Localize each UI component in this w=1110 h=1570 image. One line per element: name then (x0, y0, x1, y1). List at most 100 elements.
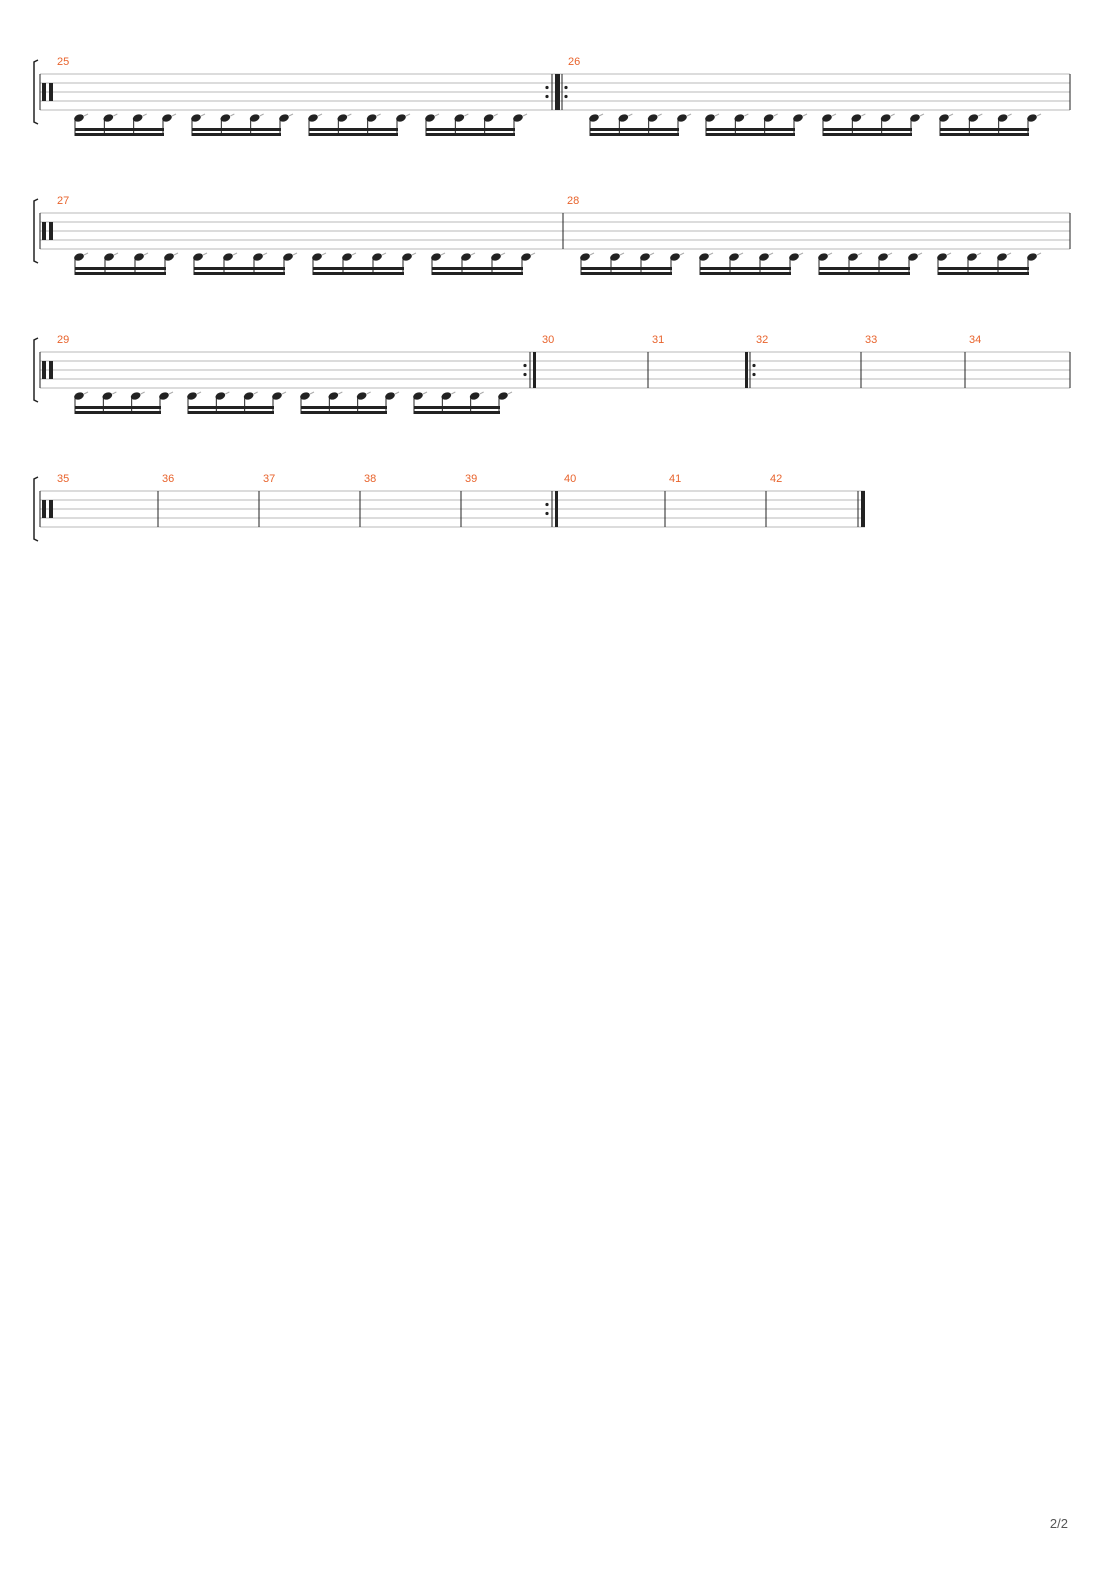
primary-beam (700, 272, 791, 275)
sixteenth-beam-group (589, 113, 692, 136)
note-accent-tick (143, 252, 149, 256)
note-head (789, 253, 799, 261)
note-head (580, 253, 590, 261)
percussion-clef-bar (49, 361, 53, 379)
system-brace (33, 198, 39, 264)
primary-beam (75, 133, 164, 136)
repeat-end-thick-bar (555, 74, 558, 110)
measure-25[interactable]: 25 (57, 56, 558, 136)
note-head (372, 253, 382, 261)
primary-beam (432, 272, 523, 275)
sixteenth-beam-group (187, 391, 287, 414)
note-head (968, 114, 979, 122)
note-accent-tick (317, 113, 323, 117)
measure-27[interactable]: 27 (57, 195, 564, 275)
note-accent-tick (657, 113, 662, 117)
sixteenth-beam-group (312, 252, 417, 275)
measure-41[interactable]: 41 (669, 473, 767, 527)
secondary-beam (700, 267, 791, 270)
note-accent-tick (500, 252, 506, 256)
note-head (187, 392, 197, 400)
primary-beam (706, 133, 795, 136)
secondary-beam (940, 128, 1029, 131)
secondary-beam (309, 128, 398, 131)
note-head (215, 392, 226, 400)
measure-31[interactable]: 31 (652, 334, 664, 346)
sixteenth-beam-group (308, 113, 411, 136)
note-head (513, 114, 523, 122)
note-accent-tick (464, 113, 469, 117)
note-head (818, 253, 828, 261)
note-accent-tick (113, 113, 118, 117)
note-accent-tick (440, 252, 446, 256)
note-head (102, 392, 113, 400)
note-accent-tick (168, 391, 174, 395)
secondary-beam (188, 406, 274, 409)
percussion-clef-bar (49, 83, 53, 101)
note-head (441, 392, 452, 400)
measure-number: 28 (567, 195, 579, 207)
primary-beam (938, 272, 1029, 275)
secondary-beam (75, 267, 166, 270)
repeat-dot (545, 502, 549, 507)
measure-33[interactable]: 33 (865, 334, 966, 388)
note-head (249, 114, 260, 122)
note-accent-tick (200, 113, 206, 117)
primary-beam (590, 133, 679, 136)
note-accent-tick (83, 391, 89, 395)
note-accent-tick (917, 252, 923, 256)
measure-39[interactable]: 39 (465, 473, 558, 527)
measure-26[interactable]: 26 (557, 56, 1071, 136)
note-head (647, 114, 658, 122)
sixteenth-beam-group (939, 113, 1042, 136)
measure-36[interactable]: 36 (162, 473, 260, 527)
note-head (328, 392, 339, 400)
measure-number: 34 (969, 334, 981, 346)
note-accent-tick (281, 391, 287, 395)
repeat-dot (564, 94, 568, 99)
measure-42[interactable]: 42 (770, 473, 865, 527)
note-head (880, 114, 891, 122)
note-accent-tick (422, 391, 428, 395)
system-brace (33, 337, 39, 403)
repeat-dot (523, 372, 527, 377)
note-accent-tick (381, 252, 387, 256)
note-head (342, 253, 352, 261)
note-head (159, 392, 169, 400)
note-accent-tick (946, 252, 952, 256)
note-head (193, 253, 203, 261)
measure-40[interactable]: 40 (564, 473, 666, 527)
note-head (356, 392, 367, 400)
note-head (878, 253, 888, 261)
note-head (1027, 253, 1037, 261)
measure-number: 38 (364, 473, 376, 485)
note-head (130, 392, 141, 400)
secondary-beam (192, 128, 281, 131)
percussion-clef-icon (42, 222, 53, 240)
secondary-beam (823, 128, 912, 131)
measure-32[interactable]: 32 (745, 334, 862, 388)
note-accent-tick (773, 113, 778, 117)
note-accent-tick (522, 113, 528, 117)
repeat-dot (545, 85, 549, 90)
measure-28[interactable]: 28 (567, 195, 1071, 275)
measure-38[interactable]: 38 (364, 473, 462, 527)
note-accent-tick (890, 113, 895, 117)
secondary-beam (432, 267, 523, 270)
note-head (670, 253, 680, 261)
note-head (699, 253, 709, 261)
measure-35[interactable]: 35 (57, 473, 159, 527)
measure-30[interactable]: 30 (542, 334, 649, 388)
primary-beam (75, 272, 166, 275)
note-accent-tick (338, 391, 343, 395)
repeat-dot (523, 363, 527, 368)
note-head (498, 392, 508, 400)
note-accent-tick (831, 113, 837, 117)
repeat-dot (545, 511, 549, 516)
note-head (312, 253, 322, 261)
note-head (759, 253, 769, 261)
measure-29[interactable]: 29 (57, 334, 536, 414)
measure-37[interactable]: 37 (263, 473, 361, 527)
note-head (763, 114, 774, 122)
note-head (253, 253, 263, 261)
